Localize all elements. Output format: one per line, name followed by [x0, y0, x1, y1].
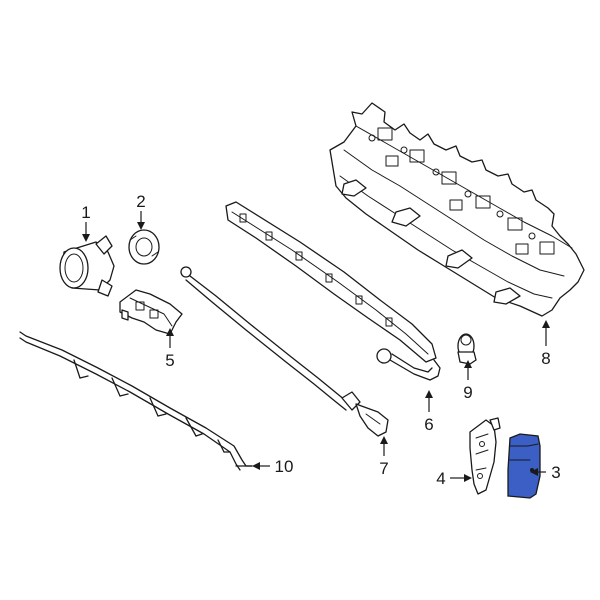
part-4-module-bracket[interactable] [469, 417, 501, 495]
part-3-control-module[interactable] [507, 433, 541, 499]
part-9-grommet[interactable] [457, 333, 477, 365]
part-7-cable[interactable] [180, 266, 389, 437]
part-1-sensor[interactable] [59, 235, 115, 297]
callout-4: 4 [436, 469, 445, 488]
callout-8: 8 [541, 349, 550, 368]
part-5-sensor-bracket[interactable] [119, 289, 183, 335]
part-6-strip[interactable] [225, 201, 441, 381]
callout-9: 9 [463, 383, 472, 402]
part-10-harness[interactable] [19, 331, 253, 471]
callout-3: 3 [551, 463, 560, 482]
callout-7: 7 [379, 459, 388, 478]
callout-5: 5 [165, 351, 174, 370]
callout-6: 6 [424, 415, 433, 434]
part-2-retainer-ring[interactable] [128, 229, 160, 265]
part-8-bracket[interactable] [329, 102, 585, 317]
callout-1: 1 [81, 203, 90, 222]
callout-10: 10 [275, 457, 294, 476]
callout-2: 2 [136, 192, 145, 211]
